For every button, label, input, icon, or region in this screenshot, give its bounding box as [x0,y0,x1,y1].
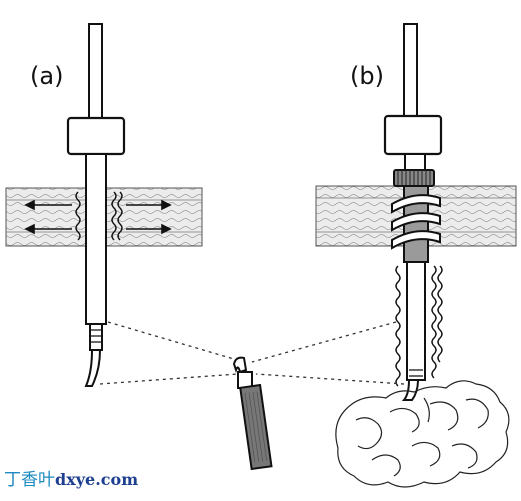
lead-tip-a [84,349,102,387]
tissue-fibre-waves-b [395,265,443,387]
lead-body-b [406,261,426,381]
lead-body-a [85,153,107,325]
collar-b [383,114,443,156]
force-arrows-a [24,199,172,235]
myocardium-sketch [335,380,510,488]
watermark-latin: dxye.com [55,470,139,489]
panel-label-a: (a) [30,62,64,90]
panel-b [315,23,517,488]
stylet-b [403,23,418,119]
lead-ring-a [89,323,103,351]
tissue-fibre-waves-a [75,191,123,241]
watermark-chinese: 丁香叶 [4,470,55,490]
helix-coil-b [391,194,441,250]
panel-a [5,23,203,387]
probe-cable [239,383,273,471]
centre-tip-detail [232,356,273,471]
magnify-lines [99,321,405,385]
stylet-a [88,23,103,121]
lead-tip-b [401,379,420,401]
panel-label-b: (b) [350,62,384,90]
hook-tip [232,356,248,374]
collar-a [66,116,126,156]
site-watermark: 丁香叶dxye.com [4,472,138,489]
